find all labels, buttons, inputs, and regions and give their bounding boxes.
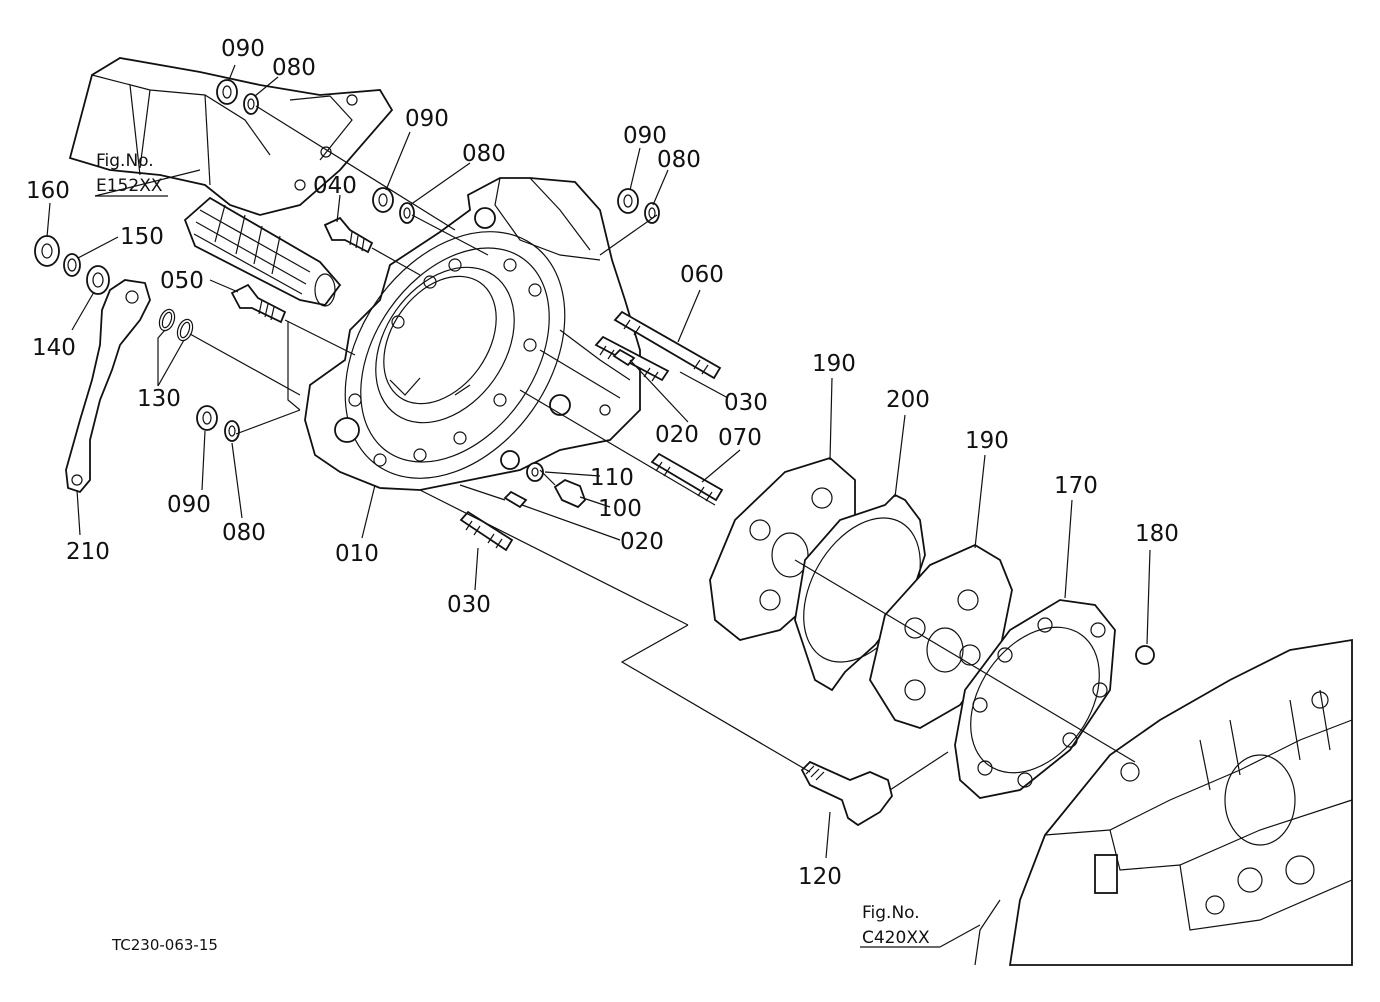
- label-030-right: 030: [724, 390, 768, 416]
- figure-ref-lower-line1: Fig.No.: [862, 903, 920, 923]
- label-090-lower-left: 090: [167, 492, 211, 518]
- label-060: 060: [680, 262, 724, 288]
- label-030-lower: 030: [447, 592, 491, 618]
- label-160: 160: [26, 178, 70, 204]
- studs-drawing: [459, 310, 724, 552]
- label-050: 050: [160, 268, 204, 294]
- label-020-right: 020: [655, 422, 699, 448]
- label-040: 040: [313, 173, 357, 199]
- label-leaders: [46, 64, 1151, 948]
- label-130: 130: [137, 386, 181, 412]
- figure-ref-upper-line1: Fig.No.: [96, 151, 154, 171]
- pins-drawing: [503, 348, 636, 509]
- label-080-top-left: 080: [272, 55, 316, 81]
- drawing-code: TC230-063-15: [111, 936, 218, 954]
- ball-180-drawing: [1135, 645, 1155, 665]
- label-120: 120: [798, 864, 842, 890]
- label-190-front: 190: [812, 351, 856, 377]
- figure-reference-upper[interactable]: Fig.No. E152XX: [96, 151, 163, 196]
- label-180: 180: [1135, 521, 1179, 547]
- o-rings-130-drawing: [158, 308, 194, 342]
- lever-210-drawing: [65, 279, 151, 494]
- label-070: 070: [718, 425, 762, 451]
- lower-case-drawing: [974, 638, 1353, 966]
- nuts-and-washers-drawing: [196, 79, 660, 482]
- figure-reference-lower[interactable]: Fig.No. C420XX: [862, 903, 930, 948]
- label-090-top-right: 090: [623, 123, 667, 149]
- label-100: 100: [598, 496, 642, 522]
- label-080-top-right: 080: [657, 147, 701, 173]
- label-080-top-center: 080: [462, 141, 506, 167]
- label-110: 110: [590, 465, 634, 491]
- nut-washer-set-left-drawing: [34, 235, 110, 295]
- label-090-top-left: 090: [221, 36, 265, 62]
- label-150: 150: [120, 224, 164, 250]
- label-010: 010: [335, 541, 379, 567]
- figure-ref-lower-line2: C420XX: [862, 928, 930, 948]
- plate-170-drawing: [954, 599, 1116, 799]
- label-170: 170: [1054, 473, 1098, 499]
- main-housing-010-drawing: [304, 177, 641, 491]
- steel-plate-200-drawing: [794, 493, 926, 692]
- label-080-lower-left: 080: [222, 520, 266, 546]
- upper-housing-drawing: [68, 57, 394, 307]
- label-190-back: 190: [965, 428, 1009, 454]
- label-090-top-center: 090: [405, 106, 449, 132]
- label-210: 210: [66, 539, 110, 565]
- part-number-labels: 090 080 090 080 090 080 160 150 140 130 …: [26, 36, 1179, 890]
- label-020-lower: 020: [620, 529, 664, 555]
- label-140: 140: [32, 335, 76, 361]
- figure-ref-upper-line2: E152XX: [96, 176, 163, 196]
- shaft-120-drawing: [800, 760, 893, 827]
- label-200: 200: [886, 387, 930, 413]
- assembly-lines: [129, 84, 1136, 791]
- bolts-drawing: [230, 216, 587, 509]
